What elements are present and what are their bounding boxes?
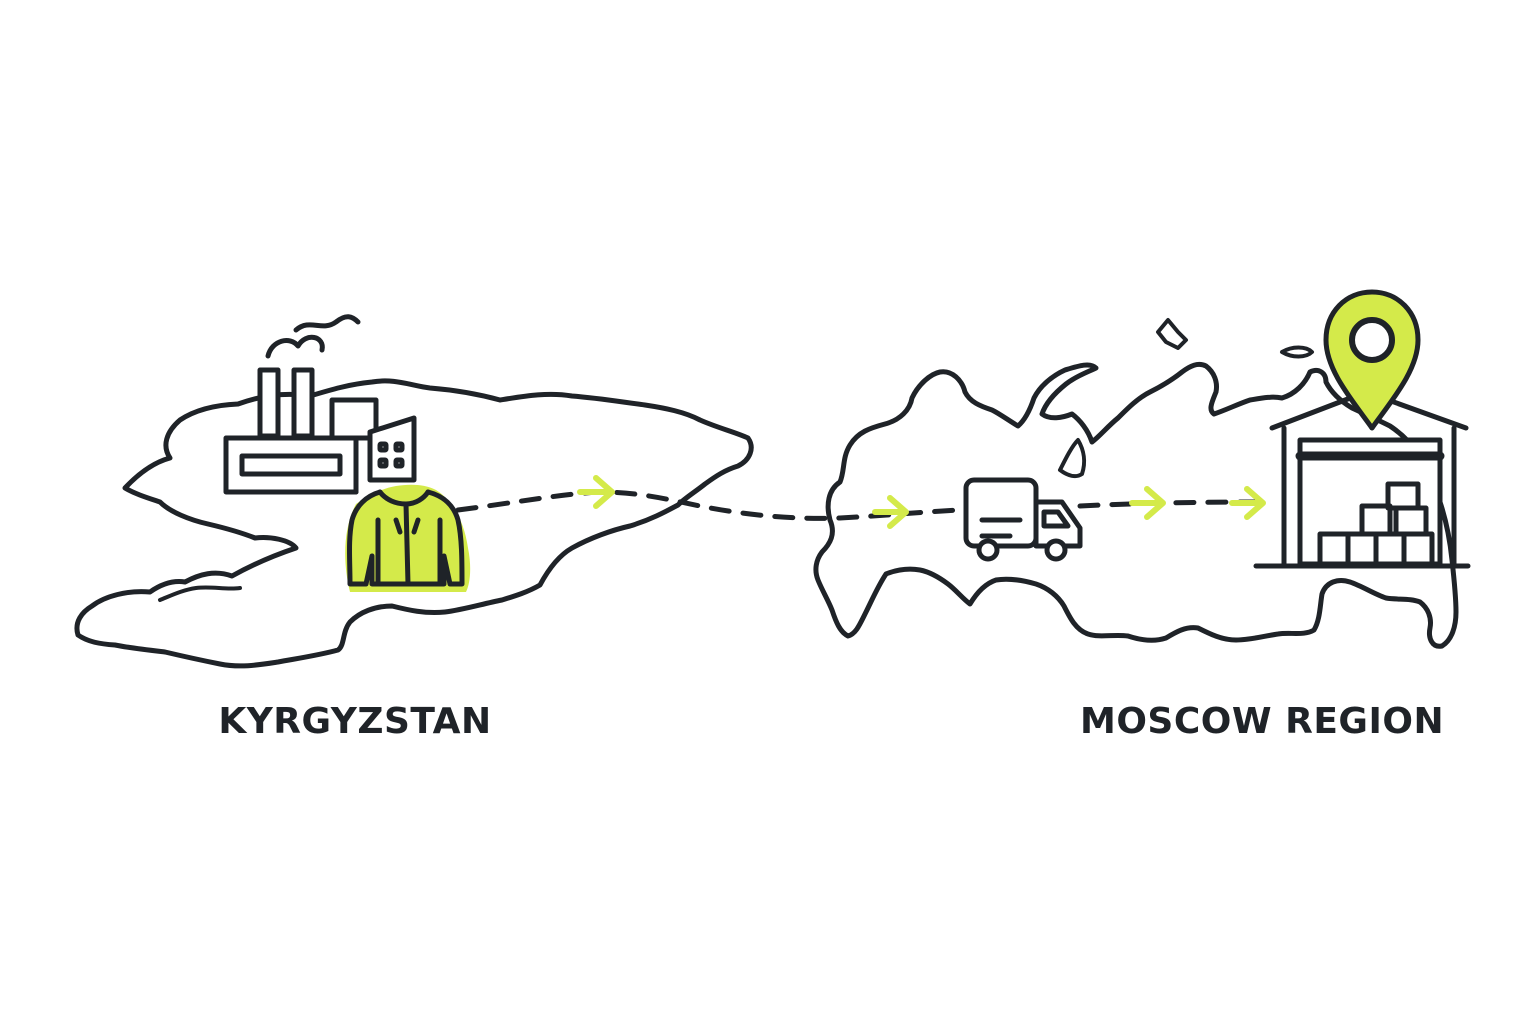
russia-island-north bbox=[1156, 318, 1188, 350]
delivery-truck-icon bbox=[963, 477, 1083, 562]
russia-island-detail bbox=[1280, 345, 1314, 359]
origin-label: KYRGYZSTAN bbox=[218, 701, 492, 742]
destination-label: MOSCOW REGION bbox=[1080, 701, 1445, 742]
jacket-icon bbox=[345, 484, 471, 592]
location-pin-icon bbox=[1323, 289, 1421, 431]
arrow-right-icon bbox=[872, 495, 909, 529]
arrow-right-icon bbox=[577, 475, 615, 509]
kyrgyzstan-inner-coast bbox=[158, 585, 242, 602]
factory-icon bbox=[223, 314, 417, 495]
russia-peninsula-detail bbox=[1058, 438, 1087, 479]
arrow-right-icon bbox=[1229, 486, 1266, 520]
kyrgyzstan-map-outline bbox=[74, 378, 754, 669]
arrow-right-icon bbox=[1129, 486, 1166, 520]
warehouse-icon bbox=[1253, 389, 1471, 569]
